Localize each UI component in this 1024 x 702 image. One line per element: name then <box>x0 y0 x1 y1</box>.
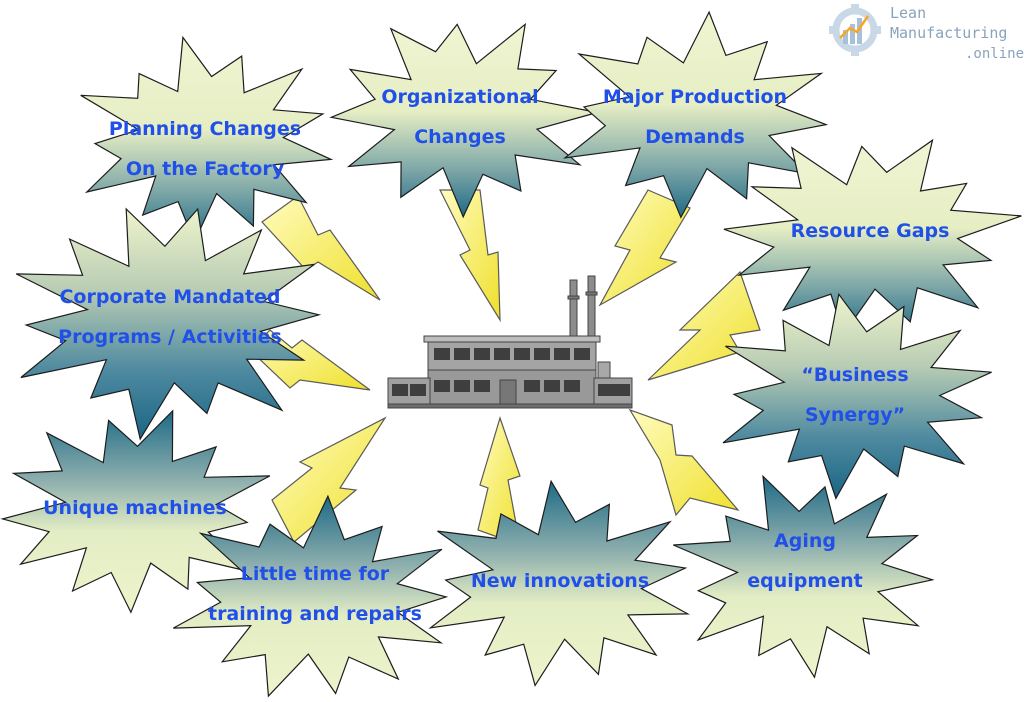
factory-window <box>544 380 560 392</box>
factory-window <box>410 384 426 396</box>
label-line: Resource Gaps <box>791 220 950 242</box>
factory-window <box>434 380 450 392</box>
label-line: training and repairs <box>208 603 422 625</box>
factory-window <box>598 384 614 396</box>
label-line: Little time for <box>241 563 390 585</box>
factory-window <box>614 384 630 396</box>
label-new-innovations: New innovations <box>471 570 649 592</box>
label-line: Changes <box>414 126 506 148</box>
factory-window <box>494 348 510 360</box>
label-line: Planning Changes <box>109 118 301 140</box>
label-resource-gaps: Resource Gaps <box>791 220 950 242</box>
factory-window <box>474 380 490 392</box>
factory-window <box>514 348 530 360</box>
label-line: Aging <box>774 530 836 552</box>
lean-manufacturing-logo: Lean Manufacturing .online <box>829 4 1024 62</box>
burst-new-innovations <box>428 479 691 687</box>
label-line: equipment <box>747 570 862 592</box>
logo-line-3: .online <box>965 46 1024 62</box>
labels-layer: Planning Changes On the Factory Organizati… <box>43 86 949 625</box>
label-line: Major Production <box>603 86 787 108</box>
factory-window <box>474 348 490 360</box>
burst-major-production-demands <box>562 10 829 219</box>
factory-window <box>534 348 550 360</box>
factory-icon <box>387 275 633 409</box>
bolt-resource-icon <box>647 270 761 381</box>
burst-little-time <box>173 494 449 698</box>
bolt-production-icon <box>598 189 691 307</box>
burst-aging-equipment <box>673 474 935 679</box>
factory-window <box>454 380 470 392</box>
label-line: Demands <box>645 126 745 148</box>
burst-unique-machines <box>0 409 271 614</box>
factory-window <box>392 384 408 396</box>
bolt-unique-icon <box>271 416 387 543</box>
factory-window <box>454 348 470 360</box>
label-line: Corporate Mandated <box>59 286 280 308</box>
factory-window <box>574 348 590 360</box>
label-line: Synergy” <box>805 404 905 426</box>
factory-window <box>554 348 570 360</box>
label-line: New innovations <box>471 570 649 592</box>
logo-line-2: Manufacturing <box>890 24 1007 42</box>
label-line: “Business <box>801 364 908 386</box>
burst-planning-changes <box>80 35 334 244</box>
bolt-synergy-icon <box>628 408 740 517</box>
gear-chart-icon <box>829 4 881 56</box>
burst-corporate-mandated <box>15 207 322 441</box>
label-line: Unique machines <box>43 497 227 519</box>
factory-window <box>434 348 450 360</box>
label-little-time: Little time for training and repairs <box>208 563 422 625</box>
label-line: Programs / Activities <box>58 326 282 348</box>
factory-window <box>524 380 540 392</box>
bolt-organizational-icon <box>439 189 501 323</box>
burst-business-synergy <box>722 292 992 500</box>
label-line: On the Factory <box>126 158 285 180</box>
lightning-bolts <box>249 189 761 546</box>
label-aging-equipment: Aging equipment <box>747 530 862 592</box>
burst-organizational-changes <box>329 22 598 219</box>
logo-line-1: Lean <box>890 4 926 22</box>
factory-window <box>564 380 580 392</box>
label-planning-changes: Planning Changes On the Factory <box>109 118 301 180</box>
label-line: Organizational <box>381 86 538 108</box>
label-unique-machines: Unique machines <box>43 497 227 519</box>
bursts-layer <box>0 10 1022 698</box>
